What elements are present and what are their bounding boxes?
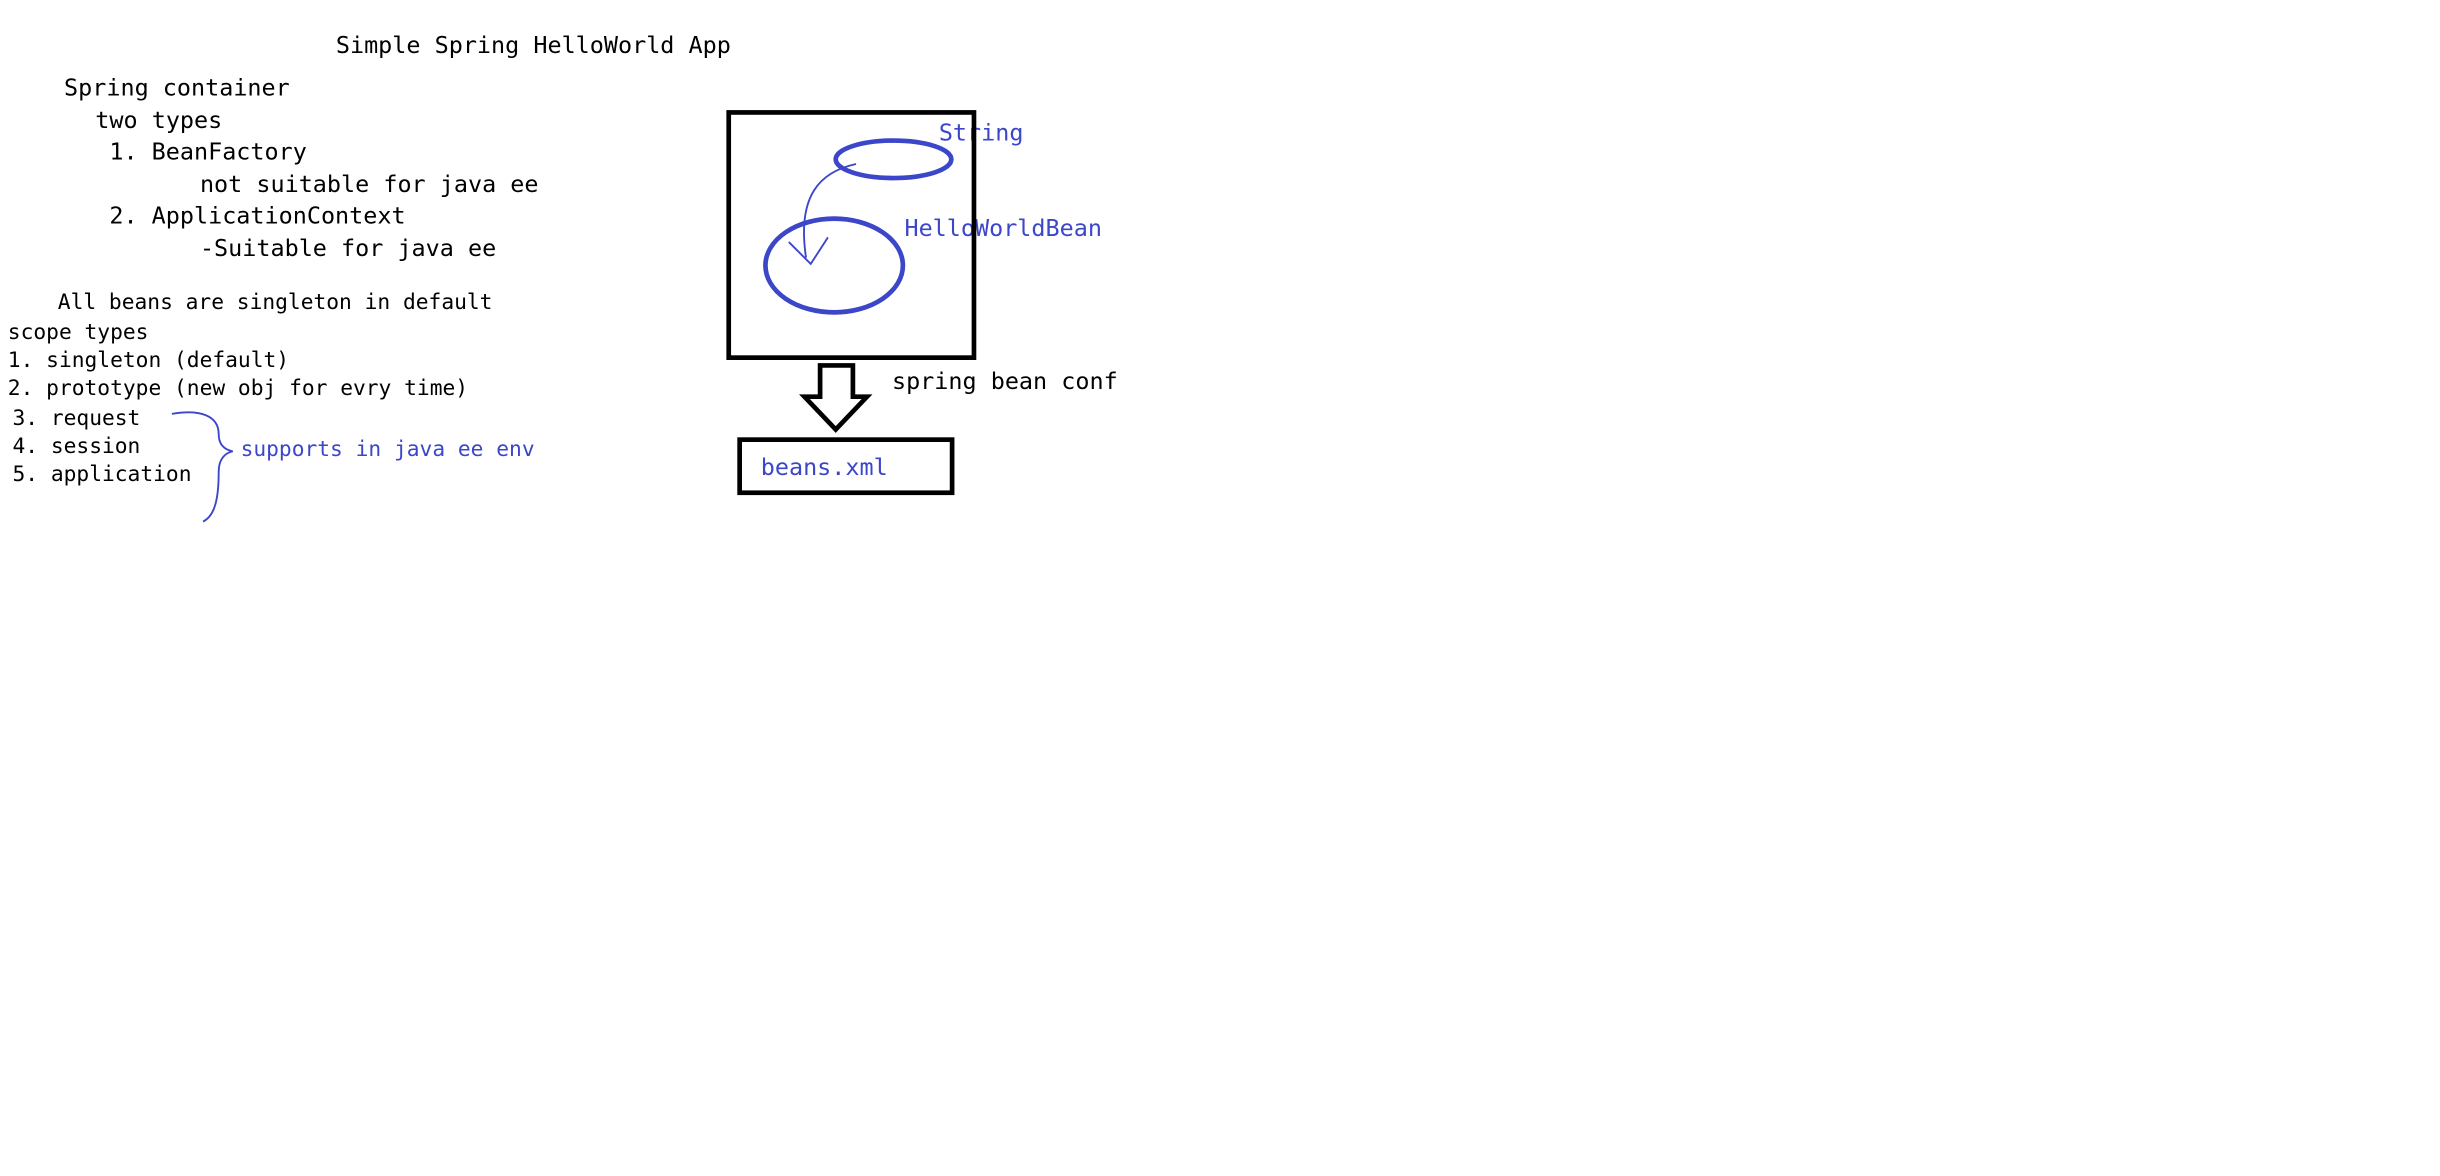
scope-item: 1. singleton (default) — [7, 348, 290, 374]
container-item-label: 1. BeanFactory — [109, 137, 307, 166]
singleton-note: All beans are singleton in default — [57, 290, 493, 316]
brace-note: supports in java ee env — [240, 437, 535, 463]
down-arrow-icon — [799, 363, 873, 433]
beans-xml-box — [737, 437, 955, 496]
container-item-note: -Suitable for java ee — [199, 234, 497, 263]
arrow-label: spring bean conf — [891, 367, 1118, 396]
scope-heading: scope types — [7, 320, 149, 346]
container-item-note: not suitable for java ee — [199, 170, 539, 199]
injection-arrow — [803, 163, 857, 258]
container-heading: Spring container — [64, 73, 290, 102]
scope-item: 4. session — [12, 434, 141, 460]
injection-arrowhead — [788, 236, 829, 266]
helloworld-bean-oval — [763, 216, 906, 315]
spring-container-box — [726, 110, 977, 360]
string-bean-label: String — [938, 118, 1024, 147]
scope-item: 5. application — [12, 462, 192, 488]
page-title: Simple Spring HelloWorld App — [335, 31, 731, 60]
scope-item: 2. prototype (new obj for evry time) — [7, 376, 469, 402]
config-file-label: beans.xml — [760, 452, 888, 482]
string-bean-oval — [833, 138, 954, 181]
container-subheading: two types — [95, 106, 223, 135]
scope-brace — [171, 411, 233, 523]
helloworld-bean-label: HelloWorldBean — [904, 213, 1102, 243]
scope-item: 3. request — [12, 406, 141, 432]
container-item-label: 2. ApplicationContext — [109, 201, 406, 230]
